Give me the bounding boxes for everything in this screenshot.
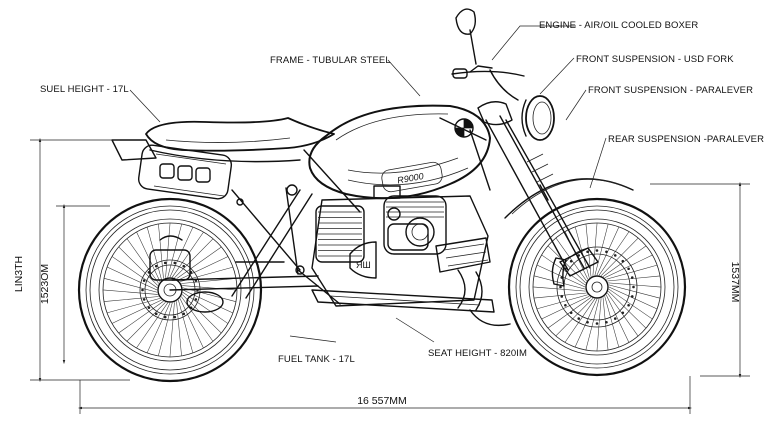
brand-logo-icon xyxy=(454,118,474,138)
headlight xyxy=(521,95,555,141)
frame xyxy=(231,117,491,305)
label-fuel-tank: FUEL TANK - 17L xyxy=(278,354,355,365)
front-fork xyxy=(477,101,599,277)
tank-badge: R9000 xyxy=(397,171,425,185)
label-seat-height: SEAT HEIGHT - 820IM xyxy=(428,348,527,359)
front-brake-disc xyxy=(556,246,638,328)
label-engine: ENGINE - AIR/OIL COOLED BOXER xyxy=(539,20,698,31)
front-wheel xyxy=(507,197,687,377)
front-brake-caliper xyxy=(551,257,567,287)
fuel-tank: R9000 xyxy=(308,104,491,200)
seat xyxy=(111,117,335,163)
engine: ЯШ xyxy=(311,185,491,311)
front-fender xyxy=(504,178,634,219)
label-rear-suspension: REAR SUSPENSION -PARALEVER xyxy=(608,134,764,145)
label-front-suspension-usd: FRONT SUSPENSION - USD FORK xyxy=(576,54,734,65)
handlebar-and-mirror xyxy=(451,8,525,101)
dimension-lines xyxy=(30,137,750,414)
label-front-suspension-paralever: FRONT SUSPENSION - PARALEVER xyxy=(588,85,753,96)
leader-lines xyxy=(129,25,607,343)
swingarm xyxy=(149,235,319,313)
dimension-wheelbase-value: 16 557MM xyxy=(357,395,407,407)
dimension-length-label: LIN3TH xyxy=(13,256,25,292)
dimension-right-value: 1537MM xyxy=(729,262,741,303)
dimension-height-value: 1523OM xyxy=(39,264,51,304)
engine-mark: ЯШ xyxy=(356,260,371,270)
label-fuel-height: SUEL HEIGHT - 17L xyxy=(40,84,129,95)
label-frame: FRAME - TUBULAR STEEL xyxy=(270,55,391,66)
